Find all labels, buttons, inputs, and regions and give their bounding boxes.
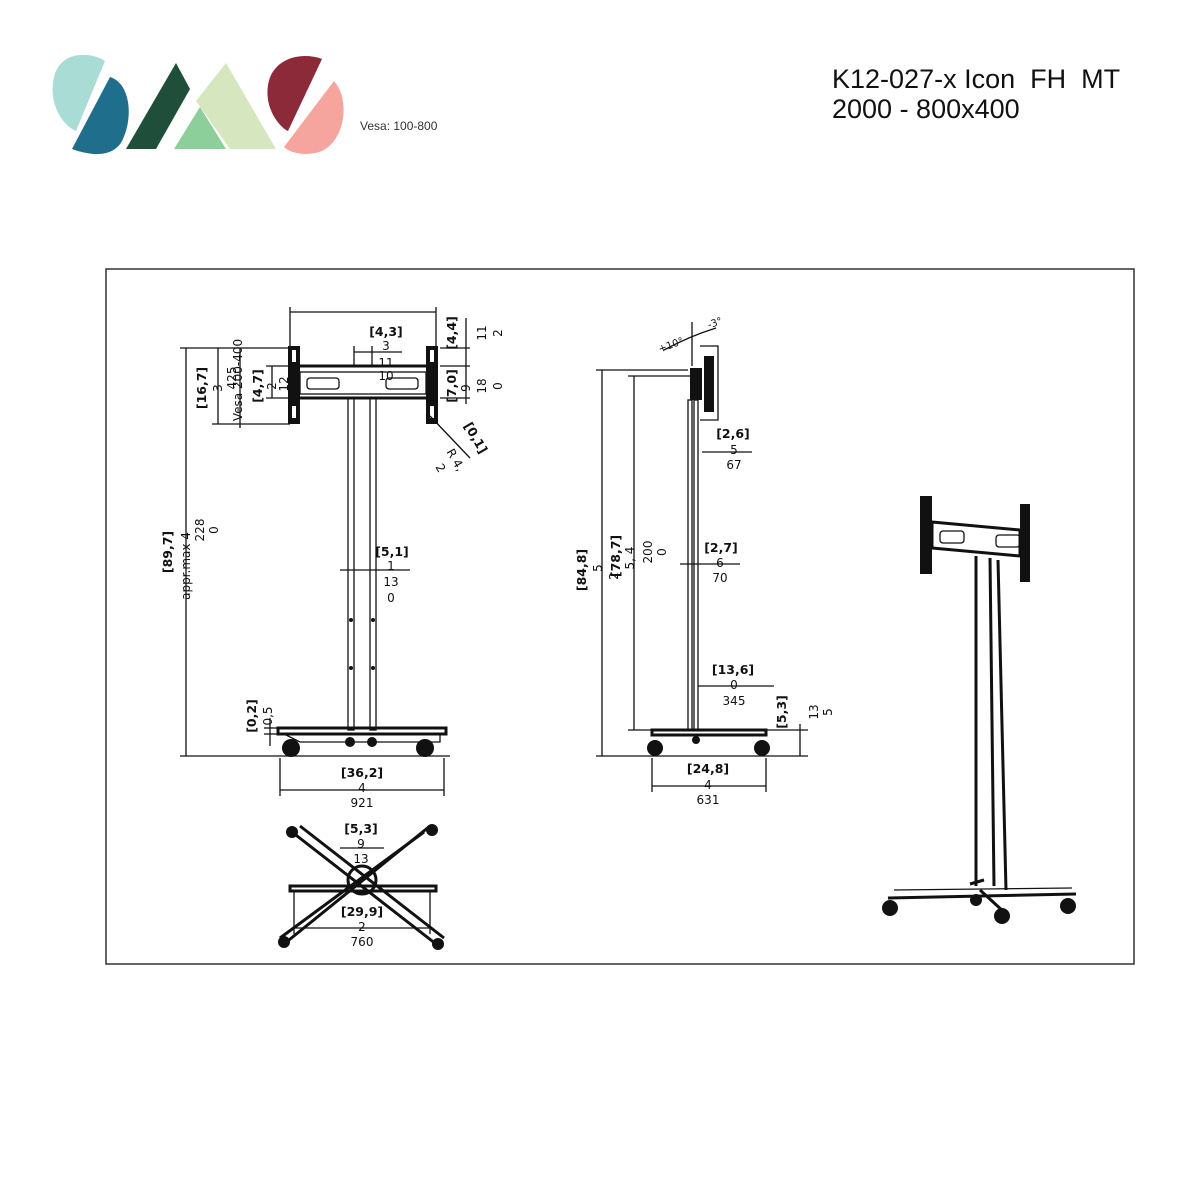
side-val-5b: 5 <box>591 564 605 572</box>
front-height-bracket: [89,7] <box>160 531 175 573</box>
front-bracket-0-1: [0,1] <box>461 419 491 456</box>
side-bracket-2-6: [2,6] <box>716 426 750 441</box>
front-val-11: 11 <box>378 356 393 370</box>
side-view: +10° -3° [84,8] 5 2 [78,7] 5, 4 200 0 [2… <box>574 316 835 807</box>
front-val-3b: 3 <box>382 339 390 353</box>
side-val-5c: 5 <box>821 708 835 716</box>
front-height-mm-b: 0 <box>207 526 221 534</box>
side-bracket-24-8: [24,8] <box>687 761 729 776</box>
logo-teal-dark-shape <box>72 77 129 155</box>
side-val-345: 345 <box>723 694 746 708</box>
side-val-5: 5 <box>730 443 738 457</box>
front-val-9: 9 <box>459 384 473 392</box>
front-val-0b: 0 <box>387 591 395 605</box>
front-height-label: appr.max 4 <box>179 532 193 600</box>
front-bracket-36-2: [36,2] <box>341 765 383 780</box>
front-val-12: 12 <box>277 376 291 391</box>
front-val-425: 425 <box>225 367 239 390</box>
front-val-11b: 11 <box>475 325 489 340</box>
product-title-line2: 2000 - 800x400 <box>832 94 1020 124</box>
side-val-631: 631 <box>697 793 720 807</box>
front-vesa-vertical: Vesa 200-400 <box>231 339 245 421</box>
vesa-label: Vesa: 100-800 <box>360 119 438 133</box>
side-val-4: 4 <box>704 778 712 792</box>
plan-bracket-29-9: [29,9] <box>341 904 383 919</box>
plan-val-2: 2 <box>358 920 366 934</box>
side-val-200: 200 <box>641 541 655 564</box>
logo-green-light-shape <box>196 63 276 149</box>
side-bracket-5-3: [5,3] <box>774 695 789 729</box>
front-val-3: 3 <box>211 384 225 392</box>
front-val-0-5: 0,5 <box>261 706 275 725</box>
front-val-2c: 2 <box>432 461 448 475</box>
side-val-5-4: 5, 4 <box>623 547 637 570</box>
logo-red-dark-shape <box>267 56 322 131</box>
front-val-1: 1 <box>387 559 395 573</box>
front-bracket-7-0: [7,0] <box>444 369 459 403</box>
front-bracket-4-4: [4,4] <box>444 316 459 350</box>
product-title-line1: K12-027-x Icon FH MT <box>832 64 1121 94</box>
brand-logo <box>52 55 344 155</box>
isometric-view <box>882 496 1077 924</box>
front-bracket-0-2: [0,2] <box>244 699 259 733</box>
plan-val-760: 760 <box>351 935 374 949</box>
plan-val-9: 9 <box>357 837 365 851</box>
side-angle-up: +10° <box>657 336 685 355</box>
front-view: [89,7] appr.max 4 228 0 [16,7] 3 425 Ves… <box>160 307 505 810</box>
logo-green-mid-shape <box>174 107 226 149</box>
front-height-mm-a: 228 <box>193 519 207 542</box>
side-bracket-84-8: [84,8] <box>574 549 589 591</box>
front-bracket-16-7: [16,7] <box>194 367 209 409</box>
plan-val-13: 13 <box>353 852 368 866</box>
front-val-18: 18 <box>475 378 489 393</box>
product-title: K12-027-x Icon FH MT 2000 - 800x400 <box>832 64 1120 124</box>
side-bracket-13-6: [13,6] <box>712 662 754 677</box>
plan-bracket-5-3: [5,3] <box>344 821 378 836</box>
side-val-70: 70 <box>712 571 727 585</box>
logo-pink-shape <box>284 81 344 154</box>
side-bracket-2-7: [2,7] <box>704 540 738 555</box>
front-bracket-5-1: [5,1] <box>375 544 409 559</box>
front-val-921: 921 <box>351 796 374 810</box>
plan-view: [5,3] 9 13 [29,9] 2 760 <box>278 821 445 950</box>
logo-green-dark-shape <box>126 63 190 149</box>
front-val-2b: 2 <box>491 329 505 337</box>
front-bracket-4-3: [4,3] <box>369 324 403 339</box>
front-bracket-4-7: [4,7] <box>250 369 265 403</box>
side-val-2: 2 <box>607 572 621 580</box>
side-val-67: 67 <box>726 458 741 472</box>
front-val-13: 13 <box>383 575 398 589</box>
drawing-frame <box>105 268 1135 965</box>
side-val-6: 6 <box>716 556 724 570</box>
side-bracket-78-7: [78,7] <box>608 535 623 577</box>
front-radius: R 4, <box>443 446 467 473</box>
side-angle-down: -3° <box>706 316 724 331</box>
side-val-0b: 0 <box>730 678 738 692</box>
front-val-4: 4 <box>358 781 366 795</box>
front-val-0: 0 <box>491 382 505 390</box>
side-val-0: 0 <box>655 548 669 556</box>
side-val-13: 13 <box>807 704 821 719</box>
front-val-2: 2 <box>265 382 279 390</box>
front-val-10: 10 <box>378 369 393 383</box>
logo-teal-light-shape <box>52 55 105 131</box>
